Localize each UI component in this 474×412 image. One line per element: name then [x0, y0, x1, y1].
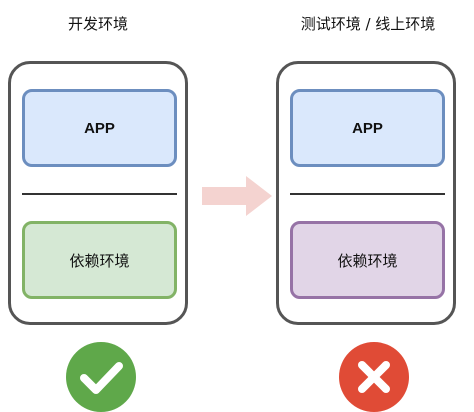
- test-prod-dependency-label: 依赖环境: [337, 251, 398, 270]
- right-arrow-icon: [202, 176, 272, 216]
- dev-dependency-label: 依赖环境: [69, 251, 130, 270]
- check-icon: [66, 342, 136, 412]
- cross-icon: [339, 342, 409, 412]
- dev-app-label: APP: [84, 119, 115, 137]
- test-prod-environment-panel: APP 依赖环境: [276, 61, 456, 325]
- dev-dependency-box: 依赖环境: [22, 221, 177, 299]
- dev-app-box: APP: [22, 89, 177, 167]
- test-prod-app-box: APP: [290, 89, 445, 167]
- dev-divider: [22, 193, 177, 195]
- test-prod-dependency-box: 依赖环境: [290, 221, 445, 299]
- dev-environment-panel: APP 依赖环境: [8, 61, 188, 325]
- test-prod-environment-title: 测试环境 / 线上环境: [300, 15, 436, 33]
- test-prod-app-label: APP: [352, 119, 383, 137]
- dev-environment-title: 开发环境: [67, 15, 128, 33]
- test-prod-divider: [290, 193, 445, 195]
